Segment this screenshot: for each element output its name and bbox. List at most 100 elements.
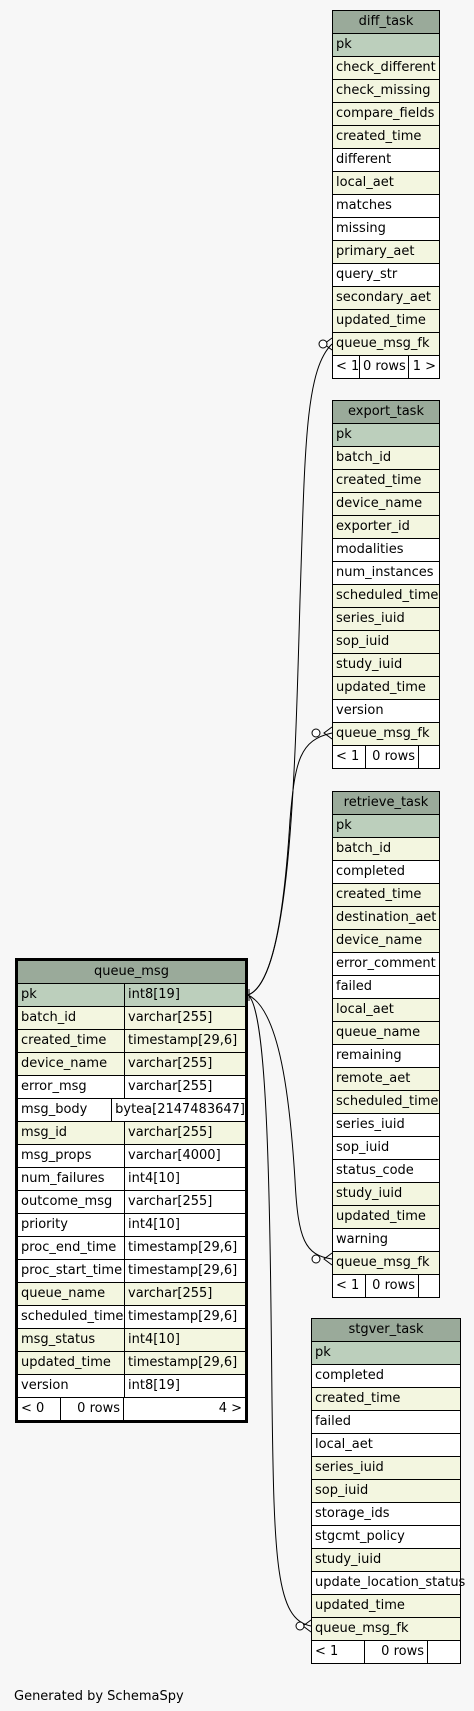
column-row[interactable]: remote_aet bbox=[333, 1068, 439, 1091]
column-row[interactable]: warning bbox=[333, 1229, 439, 1252]
column-row[interactable]: update_location_status bbox=[312, 1572, 465, 1595]
column-row[interactable]: completed bbox=[312, 1365, 460, 1388]
column-row[interactable]: primary_aet bbox=[333, 241, 439, 264]
column-row[interactable]: series_iuid bbox=[312, 1457, 460, 1480]
column-row[interactable]: batch_id bbox=[333, 838, 439, 861]
column-row[interactable]: batch_id bbox=[333, 447, 439, 470]
column-row[interactable]: num_instances bbox=[333, 562, 439, 585]
table-header[interactable]: diff_task bbox=[333, 11, 439, 34]
column-row[interactable]: created_time bbox=[333, 884, 439, 907]
column-row[interactable]: queue_msg_fk bbox=[333, 723, 439, 746]
column-row[interactable]: missing bbox=[333, 218, 439, 241]
column-type: int4[10] bbox=[128, 1217, 180, 1232]
column-row[interactable]: matches bbox=[333, 195, 439, 218]
parent-count: < 0 bbox=[18, 1398, 61, 1420]
column-row[interactable]: study_iuid bbox=[312, 1549, 460, 1572]
column-row[interactable]: pk bbox=[333, 34, 439, 57]
column-row[interactable]: pk bbox=[333, 815, 439, 838]
column-row[interactable]: remaining bbox=[333, 1045, 439, 1068]
column-row[interactable]: updated_time bbox=[333, 677, 439, 700]
column-row[interactable]: check_missing bbox=[333, 80, 439, 103]
column-row[interactable]: destination_aet bbox=[333, 907, 439, 930]
column-row[interactable]: error_comment bbox=[333, 953, 439, 976]
column-type: timestamp[29,6] bbox=[128, 1309, 238, 1324]
column-row[interactable]: exporter_id bbox=[333, 516, 439, 539]
column-row[interactable]: device_name bbox=[333, 930, 439, 953]
column-row[interactable]: local_aet bbox=[312, 1434, 460, 1457]
child-count bbox=[419, 746, 439, 768]
column-row[interactable]: queue_msg_fk bbox=[333, 1252, 439, 1275]
column-row[interactable]: different bbox=[333, 149, 439, 172]
column-name: study_iuid bbox=[336, 657, 403, 672]
column-row[interactable]: version bbox=[333, 700, 439, 723]
column-row[interactable]: updated_time bbox=[312, 1595, 460, 1618]
column-row[interactable]: study_iuid bbox=[333, 1183, 439, 1206]
column-row[interactable]: device_name bbox=[333, 493, 439, 516]
column-row[interactable]: secondary_aet bbox=[333, 287, 439, 310]
column-row[interactable]: status_code bbox=[333, 1160, 439, 1183]
column-row[interactable]: check_different bbox=[333, 57, 439, 80]
column-row[interactable]: failed bbox=[312, 1411, 460, 1434]
column-row[interactable]: local_aet bbox=[333, 999, 439, 1022]
parent-count: < 1 bbox=[333, 356, 360, 378]
column-row[interactable]: created_time bbox=[333, 470, 439, 493]
column-row[interactable]: series_iuid bbox=[333, 1114, 439, 1137]
table-header[interactable]: stgver_task bbox=[312, 1319, 460, 1342]
column-row[interactable]: sop_iuid bbox=[333, 1137, 439, 1160]
column-row[interactable]: failed bbox=[333, 976, 439, 999]
column-row[interactable]: study_iuid bbox=[333, 654, 439, 677]
column-row[interactable]: created_time bbox=[333, 126, 439, 149]
column-row[interactable]: scheduled_time bbox=[333, 585, 439, 608]
column-row[interactable]: sop_iuid bbox=[333, 631, 439, 654]
column-type: varchar[255] bbox=[128, 1194, 213, 1209]
column-row[interactable]: series_iuid bbox=[333, 608, 439, 631]
column-row[interactable]: updated_time bbox=[333, 1206, 439, 1229]
column-row[interactable]: updated_time bbox=[333, 310, 439, 333]
table-header[interactable]: export_task bbox=[333, 401, 439, 424]
table-header[interactable]: retrieve_task bbox=[333, 792, 439, 815]
column-row[interactable]: compare_fields bbox=[333, 103, 439, 126]
column-name: msg_status bbox=[18, 1329, 125, 1351]
column-row[interactable]: queue_msg_fk bbox=[333, 333, 439, 356]
table-header[interactable]: queue_msg bbox=[18, 961, 245, 984]
column-row[interactable]: created_time bbox=[312, 1388, 460, 1411]
column-row[interactable]: sop_iuid bbox=[312, 1480, 460, 1503]
column-row[interactable]: pk bbox=[333, 424, 439, 447]
column-name: scheduled_time bbox=[336, 588, 439, 603]
column-row[interactable]: pk bbox=[312, 1342, 460, 1365]
column-name: missing bbox=[336, 221, 386, 236]
column-row[interactable]: storage_ids bbox=[312, 1503, 460, 1526]
column-row[interactable]: completed bbox=[333, 861, 439, 884]
column-type: timestamp[29,6] bbox=[128, 1033, 238, 1048]
column-row[interactable]: query_str bbox=[333, 264, 439, 287]
column-row[interactable]: queue_msg_fk bbox=[312, 1618, 460, 1641]
column-row[interactable]: modalities bbox=[333, 539, 439, 562]
column-row[interactable]: stgcmt_policy bbox=[312, 1526, 460, 1549]
column-row[interactable]: queue_name bbox=[333, 1022, 439, 1045]
column-row[interactable]: scheduled_time bbox=[333, 1091, 439, 1114]
column-row[interactable]: local_aet bbox=[333, 172, 439, 195]
